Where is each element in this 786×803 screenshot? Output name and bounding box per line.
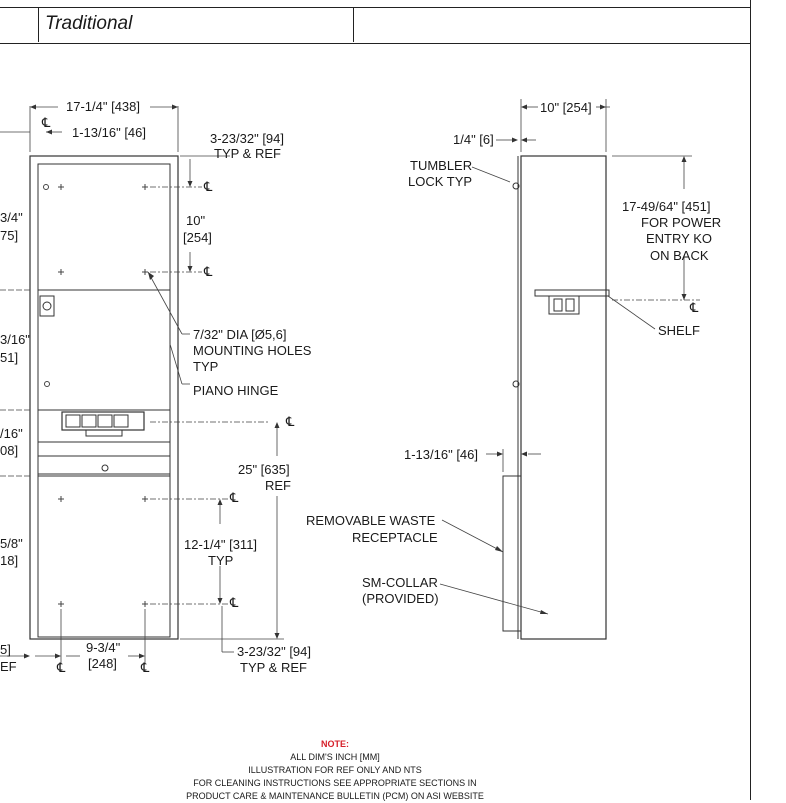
left-dim-1: 3/4" bbox=[0, 210, 23, 225]
dim-ref-height: 25" [635] bbox=[238, 462, 290, 477]
side-view-labels: 10" [254] 1/4" [6] TUMBLER LOCK TYP 17-4… bbox=[306, 100, 721, 606]
centerline-mark: ℄ bbox=[203, 179, 213, 194]
power-entry-label-3: ON BACK bbox=[650, 248, 709, 263]
title-block-cell-style bbox=[38, 7, 354, 42]
note-line: FOR CLEANING INSTRUCTIONS SEE APPROPRIAT… bbox=[193, 778, 477, 788]
dim-hole-spacing: 10" bbox=[186, 213, 205, 228]
dim-bottom-width: 9-3/4" bbox=[86, 640, 121, 655]
left-dim-3: /16" bbox=[0, 426, 23, 441]
title-block-top-rule bbox=[0, 7, 750, 8]
piano-hinge-label: PIANO HINGE bbox=[193, 383, 279, 398]
notes-title: NOTE: bbox=[321, 739, 349, 749]
waste-receptacle-label: REMOVABLE WASTE bbox=[306, 513, 436, 528]
centerline-mark: ℄ bbox=[285, 414, 295, 429]
dim-bottom-ref-value: 3-23/32" [94] bbox=[237, 644, 311, 659]
dim-top-ref-value: 3-23/32" [94] bbox=[210, 131, 284, 146]
left-dim-5: 5] bbox=[0, 642, 11, 657]
tumbler-lock-label-2: LOCK TYP bbox=[408, 174, 472, 189]
dim-flange: 1/4" [6] bbox=[453, 132, 494, 147]
tumbler-lock-label: TUMBLER bbox=[410, 158, 472, 173]
title-block: Traditional bbox=[0, 0, 750, 44]
left-dim-5-note: EF bbox=[0, 659, 17, 674]
waste-receptacle-label-2: RECEPTACLE bbox=[352, 530, 438, 545]
left-dim-2: 3/16" bbox=[0, 332, 30, 347]
centerline-mark: ℄ bbox=[203, 264, 213, 279]
left-dim-4-mm: 18] bbox=[0, 553, 18, 568]
centerline-mark: ℄ bbox=[229, 595, 239, 610]
left-dim-4: 5/8" bbox=[0, 536, 23, 551]
sm-collar-label: SM-COLLAR bbox=[362, 575, 438, 590]
dim-lower-spacing: 12-1/4" [311] bbox=[184, 537, 257, 552]
mounting-holes-label: 7/32" DIA [Ø5,6] bbox=[193, 327, 287, 342]
power-entry-dim: 17-49/64" [451] bbox=[622, 199, 710, 214]
sm-collar-label-2: (PROVIDED) bbox=[362, 591, 439, 606]
mounting-holes-label-3: TYP bbox=[193, 359, 218, 374]
dim-centerline-offset: 1-13/16" [46] bbox=[72, 125, 146, 140]
dim-depth: 10" [254] bbox=[540, 100, 592, 115]
dim-top-ref-note: TYP & REF bbox=[214, 146, 281, 161]
dim-lower-spacing-note: TYP bbox=[208, 553, 233, 568]
centerline-mark: ℄ bbox=[56, 660, 66, 675]
centerline-mark: ℄ bbox=[689, 300, 699, 315]
title-block-cell-left bbox=[0, 7, 39, 42]
style-label: Traditional bbox=[45, 13, 133, 34]
dim-hole-spacing-mm: [254] bbox=[183, 230, 212, 245]
front-view-cabinet bbox=[29, 155, 179, 640]
mounting-holes-label-2: MOUNTING HOLES bbox=[193, 343, 312, 358]
left-dim-1-mm: 75] bbox=[0, 228, 18, 243]
dim-ref-height-note: REF bbox=[265, 478, 291, 493]
power-entry-label-2: ENTRY KO bbox=[646, 231, 712, 246]
dim-overall-width: 17-1/4" [438] bbox=[66, 99, 140, 114]
drawing-notes: NOTE: ALL DIM'S INCH [MM] ILLUSTRATION F… bbox=[150, 738, 520, 803]
front-view-labels: 17-1/4" [438] ℄ 1-13/16" [46] 3-23/32" [… bbox=[0, 99, 312, 675]
mounting-holes bbox=[43, 184, 148, 607]
front-dimension-lines bbox=[0, 106, 284, 664]
side-view-cabinet bbox=[502, 155, 610, 640]
note-line: ALL DIM'S INCH [MM] bbox=[290, 752, 380, 762]
side-dimension-lines bbox=[439, 99, 700, 615]
arrowheads bbox=[24, 104, 687, 659]
shelf-label: SHELF bbox=[658, 323, 700, 338]
drawing-border-right bbox=[750, 0, 751, 800]
left-dim-2-mm: 51] bbox=[0, 350, 18, 365]
dim-collar-offset: 1-13/16" [46] bbox=[404, 447, 478, 462]
power-entry-label: FOR POWER bbox=[641, 215, 721, 230]
centerline-mark: ℄ bbox=[229, 490, 239, 505]
centerline-mark: ℄ bbox=[140, 660, 150, 675]
centerline-mark: ℄ bbox=[41, 115, 51, 130]
note-line: PRODUCT CARE & MAINTENANCE BULLETIN (PCM… bbox=[186, 791, 484, 801]
technical-drawing: 17-1/4" [438] ℄ 1-13/16" [46] 3-23/32" [… bbox=[0, 99, 721, 675]
note-line: ILLUSTRATION FOR REF ONLY AND NTS bbox=[248, 765, 422, 775]
left-dim-3-mm: 08] bbox=[0, 443, 18, 458]
dim-bottom-width-mm: [248] bbox=[88, 656, 117, 671]
dim-bottom-ref-note: TYP & REF bbox=[240, 660, 307, 675]
